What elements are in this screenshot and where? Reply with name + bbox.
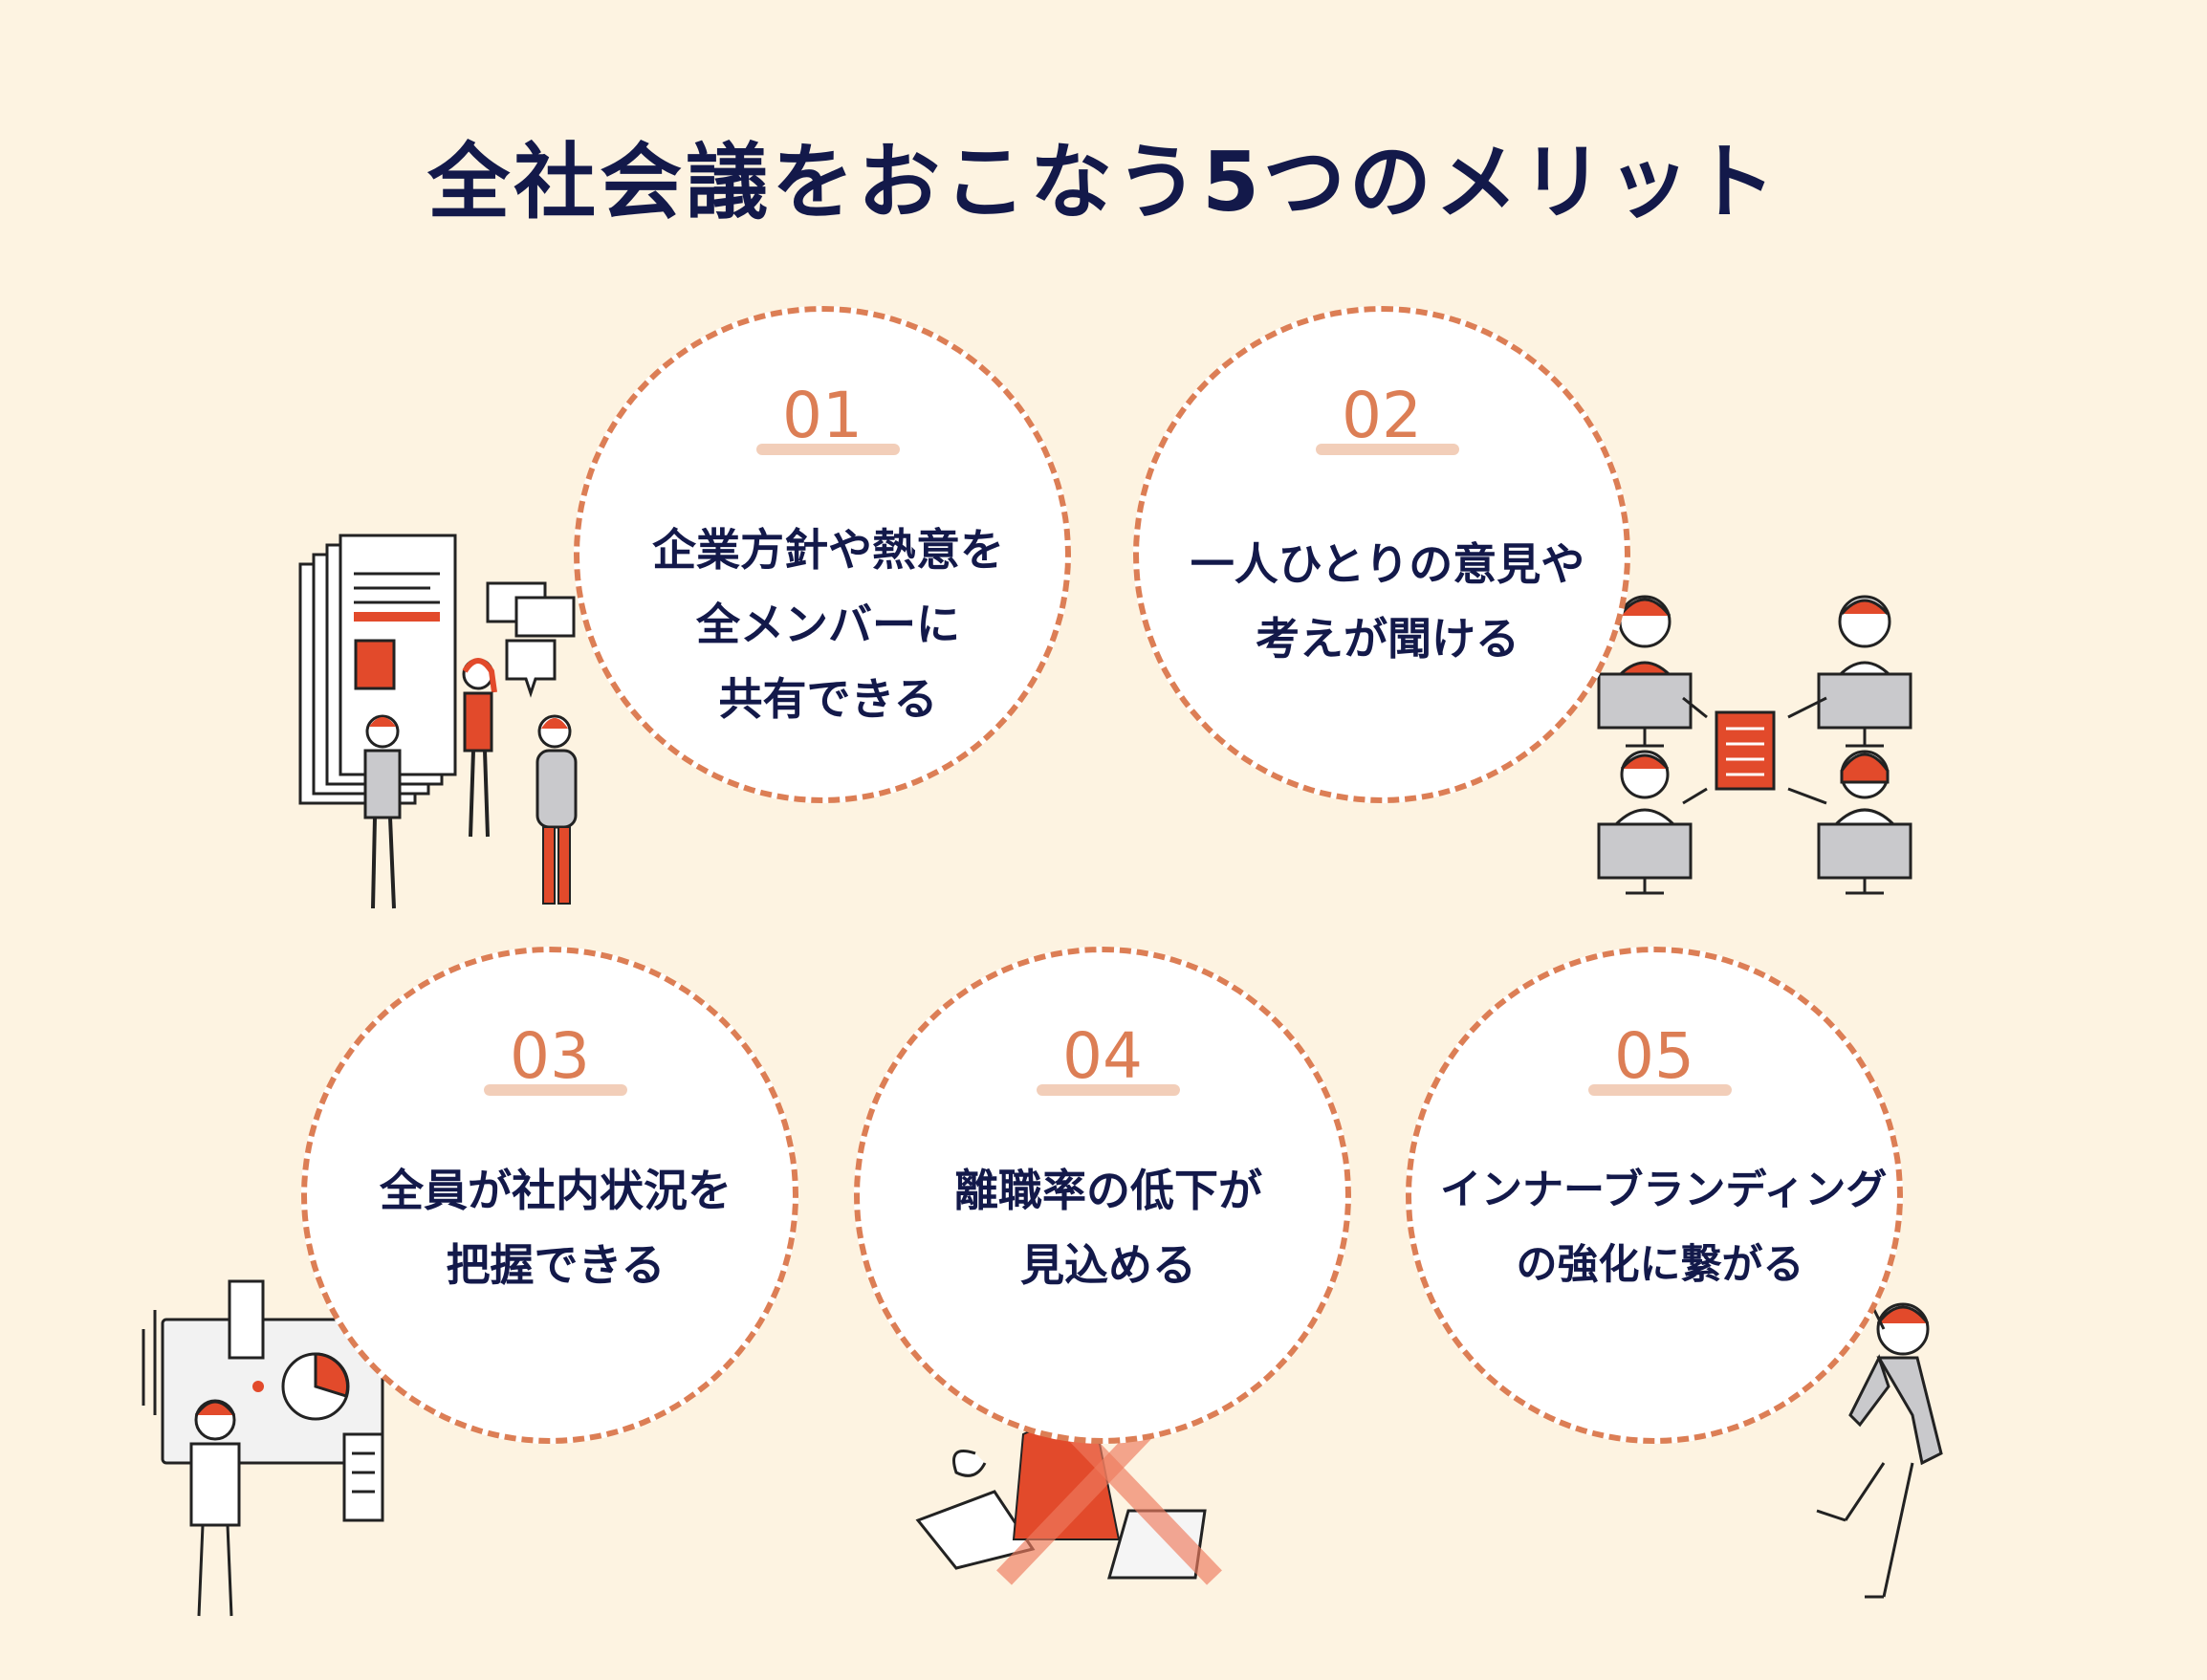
merit-text-line: 全員が社内状況を	[380, 1165, 732, 1216]
number-underline	[1037, 1084, 1180, 1096]
merit-card-01: 01 企業方針や熱意を 全メンバーに 共有できる	[574, 306, 1071, 803]
merit-text: インナーブランディング の強化に繋がる	[1440, 1153, 1888, 1302]
merit-text-line: インナーブランディング	[1440, 1167, 1888, 1214]
merit-text-line: 全メンバーに	[696, 599, 960, 650]
merit-number: 03	[510, 1019, 590, 1093]
merit-text-line: 共有できる	[718, 673, 938, 725]
merit-text: 企業方針や熱意を 全メンバーに 共有できる	[608, 513, 1048, 736]
merit-number: 04	[1062, 1019, 1143, 1093]
merit-text-line: 企業方針や熱意を	[652, 524, 1004, 576]
merit-card-04: 04 離職率の低下が 見込める	[854, 947, 1351, 1444]
merit-text: 一人ひとりの意見や 考えが聞ける	[1168, 527, 1607, 676]
network-discussion-icon	[1597, 595, 1912, 895]
presentation-team-icon	[298, 534, 578, 909]
cheering-person-icon	[1816, 1290, 1943, 1599]
merit-text-line: 把握できる	[446, 1239, 666, 1291]
number-underline	[484, 1084, 627, 1096]
page-title: 全社会議をおこなう5つのメリット	[427, 135, 1780, 230]
merit-number: 02	[1342, 379, 1422, 452]
merit-text-line: 考えが聞ける	[1256, 613, 1519, 665]
merit-number: 01	[782, 379, 863, 452]
merit-card-02: 02 一人ひとりの意見や 考えが聞ける	[1133, 306, 1630, 803]
merit-text-line: の強化に繋がる	[1516, 1241, 1804, 1289]
merit-number: 05	[1614, 1019, 1694, 1093]
number-underline	[756, 444, 900, 455]
merit-text-line: 見込める	[1020, 1239, 1196, 1291]
merit-text: 全員が社内状況を 把握できる	[336, 1153, 776, 1302]
number-underline	[1588, 1084, 1732, 1096]
merit-card-05: 05 インナーブランディング の強化に繋がる	[1406, 947, 1903, 1444]
number-underline	[1316, 444, 1459, 455]
merit-text: 離職率の低下が 見込める	[888, 1153, 1328, 1302]
merit-text-line: 一人ひとりの意見や	[1190, 538, 1585, 590]
merit-card-03: 03 全員が社内状況を 把握できる	[301, 947, 798, 1444]
merit-text-line: 離職率の低下が	[954, 1165, 1262, 1216]
